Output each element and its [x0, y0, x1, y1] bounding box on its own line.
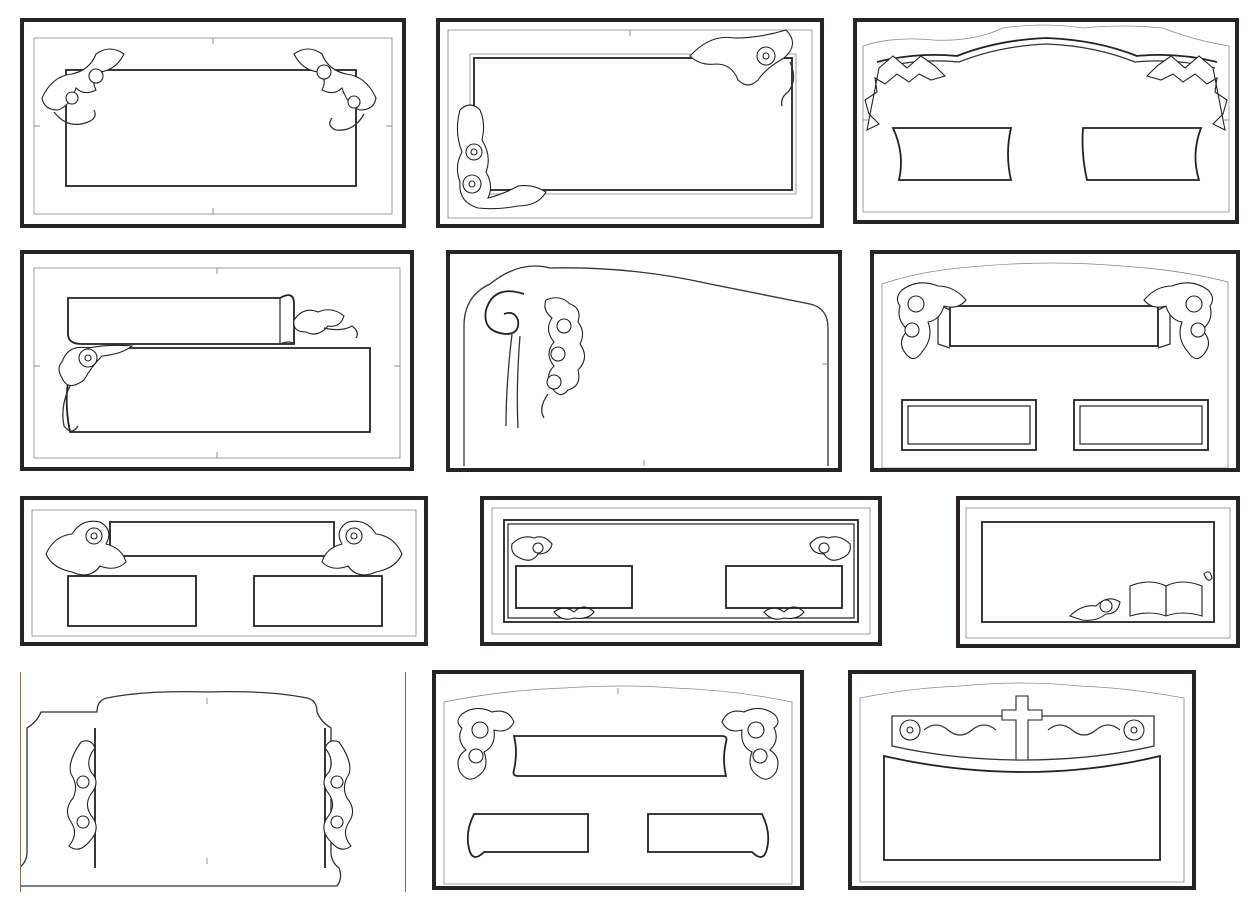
ivy-icon	[864, 55, 1228, 131]
design-tile-left-ribbon[interactable]	[20, 250, 414, 471]
design-tile-open-book[interactable]	[956, 496, 1240, 648]
flower-scroll-icon	[58, 309, 358, 432]
rose-scroll-banners-drawing	[443, 685, 793, 885]
design-tile-arched-ivy[interactable]	[853, 18, 1239, 224]
diagonal-flowers-drawing	[447, 29, 813, 219]
design-tile-rose-scroll-banners[interactable]	[432, 670, 804, 890]
left-ribbon-drawing	[33, 267, 401, 459]
corner-vines-drawing	[33, 37, 393, 215]
design-tile-diagonal-flowers[interactable]	[436, 18, 824, 228]
bell-rose-drawing	[21, 690, 354, 887]
cross-icon	[1001, 695, 1043, 761]
open-book-drawing	[965, 507, 1231, 639]
design-tile-bell-rose[interactable]	[20, 672, 406, 892]
lily-icon	[45, 520, 403, 576]
small-flower-icon	[511, 536, 851, 620]
curved-rose-drawing	[463, 265, 829, 466]
design-tile-double-border[interactable]	[480, 496, 882, 646]
design-tile-lily-banner[interactable]	[20, 496, 428, 646]
lily-banner-drawing	[31, 509, 417, 637]
rose-icon	[896, 282, 1214, 360]
cross-floral-drawing	[859, 682, 1185, 883]
design-tile-curved-rose[interactable]	[446, 250, 842, 472]
rose-column-icon	[66, 728, 354, 868]
open-book-icon	[1068, 571, 1213, 621]
design-tile-rose-banner[interactable]	[870, 250, 1240, 472]
floral-band-icon	[899, 719, 1145, 741]
design-tile-cross-floral[interactable]	[848, 670, 1196, 890]
arched-ivy-drawing	[862, 24, 1230, 213]
morning-glory-icon	[456, 29, 795, 210]
rose-icon	[484, 290, 586, 429]
rose-banner-drawing	[881, 262, 1229, 468]
scroll-banner-icon	[457, 707, 779, 780]
design-tile-corner-vines[interactable]	[20, 18, 406, 228]
vine-flower-icon	[41, 48, 377, 131]
double-border-drawing	[491, 507, 871, 635]
